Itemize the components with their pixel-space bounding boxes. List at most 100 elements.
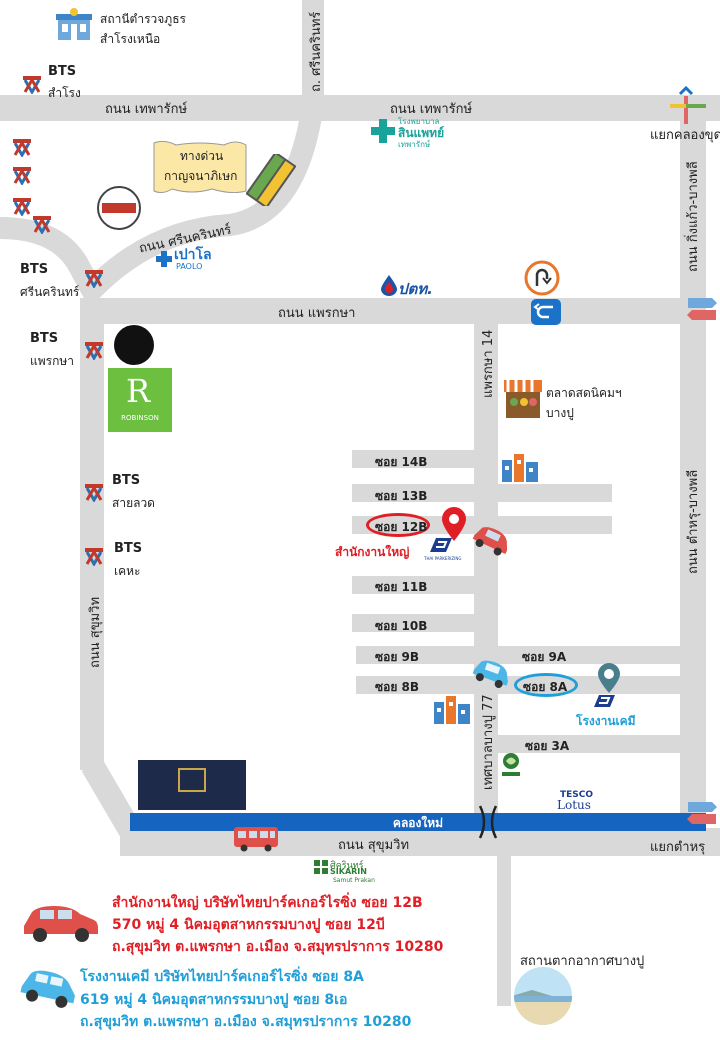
soi-8a-label: ซอย 8A — [523, 680, 568, 694]
road-theparak — [0, 95, 720, 121]
road-label-tamru-bangphli: ถนน ตำหรุ-บางพลี — [686, 469, 701, 574]
road-srinakarin-curve — [0, 108, 323, 309]
road-bangpu-south — [497, 856, 511, 1006]
market-line1: ตลาดสดนิคมฯ — [546, 386, 622, 400]
soi-9a-label: ซอย 9A — [522, 650, 567, 664]
soi-11b-label: ซอย 11B — [375, 580, 428, 594]
restaurant-logo — [97, 186, 141, 230]
expressway-line2: กาญจนาภิเษก — [164, 169, 238, 183]
direction-sign-icon — [687, 298, 717, 320]
road-soi14b — [352, 450, 474, 468]
paolo-thai: เปาโล — [174, 247, 212, 263]
road-soi10b — [352, 614, 474, 632]
road-label-praeksa: ถนน แพรกษา — [278, 306, 356, 321]
market-stall-icon — [504, 380, 542, 418]
sikarin-logo-icon — [314, 860, 328, 874]
road-sukhumvit-curve — [81, 758, 141, 837]
road-label-kingkaew-bangphli: ถนน กิ่งแก้ว-บางพลี — [686, 161, 701, 272]
head-office-address-line2: 570 หมู่ 4 นิคมอุตสาหกรรมบางปู ซอย 12บี — [112, 917, 385, 933]
sikarin-thai: ศิครินทร์ — [330, 861, 364, 871]
bts-sailuat-name: สายลวด — [112, 496, 155, 510]
road-soi9a — [498, 646, 680, 664]
chemical-plant-address-line3: ถ.สุขุมวิท ต.แพรกษา อ.เมือง จ.สมุทรปรากา… — [80, 1014, 412, 1030]
bridge-icon — [478, 805, 498, 839]
bangpu-station-label: สถานตากอากาศบางปู — [520, 954, 645, 969]
road-label-sukhumvit-vertical: ถนน สุขุมวิท — [88, 596, 103, 668]
expressway-sign — [153, 141, 247, 193]
road-sukhumvit-vertical — [80, 300, 104, 770]
junction-label-tamru: แยกตำหรุ — [650, 840, 706, 855]
hospital-line1: โรงพยาบาล — [398, 117, 440, 126]
hospital-line3: เทพารักษ์ — [398, 140, 431, 149]
bts-samrong-name: สำโรง — [48, 86, 81, 100]
soi-10b-label: ซอย 10B — [375, 619, 428, 633]
thai-parkerizing-logo-text: THAI PARKERIZING — [424, 556, 462, 561]
bts-icon — [12, 137, 32, 157]
soi-13b-label: ซอย 13B — [375, 489, 428, 503]
soi-8b-label: ซอย 8B — [375, 680, 420, 694]
bangchak-icon — [502, 753, 520, 776]
road-praeksa — [80, 298, 680, 324]
road-label-sukhumvit-bottom: ถนน สุขุมวิท — [338, 838, 410, 853]
road-kingkaew-bangphli — [680, 110, 706, 830]
apartment-logo-icon — [178, 768, 206, 792]
paolo-en: PAOLO — [176, 262, 203, 271]
direction-sign-icon — [687, 802, 717, 824]
car-blue-large-icon — [20, 970, 75, 1008]
sikarin-en: SIKARIN — [330, 867, 367, 876]
no-u-turn-icon — [524, 260, 560, 296]
road-soi11b — [352, 576, 474, 594]
soi-8a-highlight — [514, 673, 578, 697]
car-blue-icon — [472, 660, 508, 688]
thai-parkerizing-logo-icon — [430, 538, 452, 552]
bts-icon — [12, 196, 32, 216]
head-office-pin-icon — [442, 507, 466, 541]
intersection-arrow-icon — [670, 86, 706, 124]
bangpu-scenery-icon — [514, 967, 572, 1025]
ptt-drop-icon — [381, 275, 397, 296]
bts-icon — [12, 165, 32, 185]
market-line2: บางปู — [546, 406, 574, 420]
police-station-icon — [56, 8, 92, 40]
ptt-label: ปตท. — [398, 280, 433, 298]
bts-sailuat-title: BTS — [112, 473, 141, 488]
road-praeksa-14 — [474, 322, 498, 828]
road-label-thetsaban-77: เทศบาลบางปู 77 — [481, 694, 496, 790]
apartment-building-logo — [138, 760, 246, 810]
bts-icon — [32, 214, 52, 234]
chemical-plant-address-line2: 619 หมู่ 4 นิคมอุตสาหกรรมบางปู ซอย 8เอ — [80, 992, 348, 1008]
bts-icon — [22, 74, 42, 94]
road-label-praeksa-14: แพรกษา 14 — [481, 329, 496, 398]
bts-icon — [84, 340, 104, 360]
bts-praeksa-title: BTS — [30, 331, 59, 346]
police-station-line2: สำโรงเหนือ — [100, 32, 161, 46]
road-soi3a — [498, 735, 680, 753]
expressway-line1: ทางด่วน — [180, 149, 224, 163]
road-soi9b — [356, 646, 474, 664]
bts-srinakarin-title: BTS — [20, 262, 49, 277]
bts-kheha-title: BTS — [114, 541, 143, 556]
police-station-line1: สถานีตำรวจภูธร — [100, 12, 186, 26]
soi-12b-highlight — [366, 513, 430, 537]
bts-icon — [84, 482, 104, 502]
factory-icon — [502, 454, 538, 482]
road-label-theparak-right: ถนน เทพารักษ์ — [390, 102, 473, 117]
lotus-label: Lotus — [557, 798, 591, 812]
soi-9b-label: ซอย 9B — [375, 650, 420, 664]
road-sukhumvit-bottom — [120, 828, 720, 856]
chemical-plant-label: โรงงานเคมี — [576, 714, 636, 728]
tesco-label: TESCO — [560, 790, 594, 800]
road-label-theparak-left: ถนน เทพารักษ์ — [105, 102, 188, 117]
head-office-address-line1: สำนักงานใหญ่ บริษัทไทยปาร์คเกอร์ไรซิ่ง ซ… — [112, 895, 423, 911]
robinson-r-icon: R — [126, 372, 151, 410]
u-turn-icon — [531, 299, 561, 325]
chemical-plant-pin-icon — [598, 663, 620, 693]
road-soi13b — [352, 484, 612, 502]
bts-kheha-name: เคหะ — [114, 564, 141, 578]
soi-14b-label: ซอย 14B — [375, 455, 428, 469]
road-srinakarin-vertical — [302, 0, 324, 100]
car-red-icon — [472, 527, 508, 556]
junction-label-khlong: แยกคลองขุด — [650, 128, 720, 143]
mall-logo — [114, 325, 154, 365]
